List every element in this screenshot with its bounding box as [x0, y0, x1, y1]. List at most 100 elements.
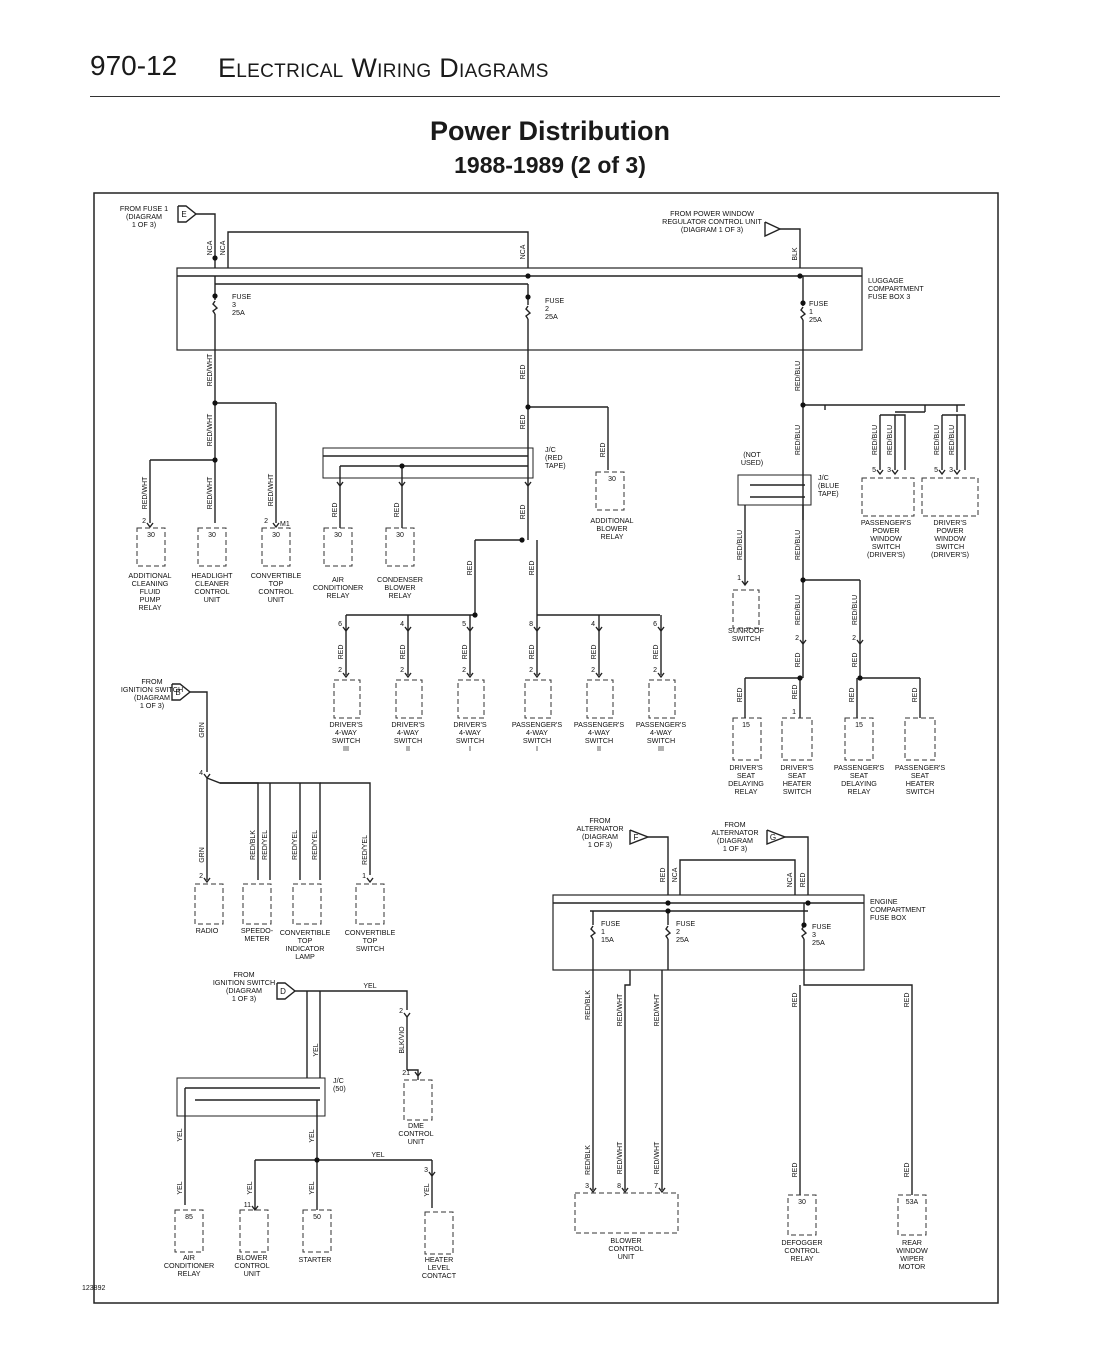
wire-color-label: RED/YEL — [292, 830, 299, 860]
source-letter: E — [181, 210, 186, 219]
component-label: DRIVER'S — [729, 763, 763, 772]
jc-red-tape — [322, 447, 534, 479]
component-label: REAR — [902, 1238, 922, 1247]
component-label: CONTACT — [422, 1271, 457, 1280]
splice-dot — [525, 273, 531, 279]
pin-label: 6 — [338, 621, 342, 628]
wire-color-label: BLK/VIO — [399, 1026, 406, 1054]
wire-color-label: YEL — [309, 1129, 316, 1142]
source-flag — [629, 829, 650, 846]
wire-color-label: YEL — [177, 1181, 184, 1194]
component-label: POWER — [872, 526, 899, 535]
pin-label: 2 — [462, 667, 466, 674]
component-label: 1 OF 3) — [588, 840, 612, 849]
pin-label: 3 — [887, 467, 891, 474]
fuse-symbol — [212, 300, 219, 315]
wire-color-label: RED — [600, 443, 607, 458]
splice-dot — [797, 675, 803, 681]
wire — [648, 836, 669, 895]
pin-label: 2 — [653, 667, 657, 674]
connector-arrow — [657, 672, 665, 679]
component-label: RELAY — [138, 603, 161, 612]
component-label: FLUID — [140, 587, 161, 596]
source-letter: F — [634, 833, 639, 842]
pin-label: 11 — [244, 1202, 251, 1209]
component-label: ENGINE — [870, 897, 898, 906]
component-outline — [574, 1192, 679, 1234]
pin-label: 30 — [208, 532, 216, 539]
wire-color-label: RED — [912, 688, 919, 703]
splice-dot — [857, 675, 863, 681]
component-label: CONVERTIBLE — [345, 928, 396, 937]
wire-color-label: RED — [529, 561, 536, 576]
component-outline — [595, 471, 625, 511]
component-label: HEADLIGHT — [191, 571, 233, 580]
component-label: FUSE BOX 3 — [868, 292, 910, 301]
component-label: COMPARTMENT — [870, 905, 926, 914]
wire-color-label: RED — [520, 415, 527, 430]
connector-arrow — [428, 1171, 436, 1178]
component-label: J/C — [333, 1076, 344, 1085]
wire-color-label: YEL — [313, 1043, 320, 1056]
wire-color-label: RED/YEL — [262, 830, 269, 860]
component-label: FUSE — [809, 299, 828, 308]
component-label: II — [597, 744, 601, 753]
pin-label: 2 — [795, 635, 799, 642]
pin-label: 8 — [529, 621, 533, 628]
wire-color-label: RED/BLK — [585, 990, 592, 1020]
component-label: SWITCH — [872, 542, 900, 551]
component-label: SEAT — [737, 771, 756, 780]
component-label: DELAYING — [841, 779, 877, 788]
wire — [196, 213, 216, 268]
connector-arrow — [342, 626, 350, 633]
splice-layer — [212, 255, 863, 1163]
wire-color-label: RED — [904, 993, 911, 1008]
pin-label: 8 — [617, 1183, 621, 1190]
wire — [320, 782, 371, 875]
component-outline — [524, 679, 552, 719]
component-label: 3 — [812, 930, 816, 939]
connector-arrow — [741, 580, 749, 587]
wire-color-label: RED — [792, 1163, 799, 1178]
wire-layer — [93, 192, 999, 1304]
splice-dot — [801, 922, 807, 928]
pin-label: 6 — [653, 621, 657, 628]
connector-arrow — [203, 877, 211, 884]
component-label: SWITCH — [332, 736, 360, 745]
source-letter: G — [770, 833, 776, 842]
component-label: PASSENGER'S — [861, 518, 912, 527]
component-label: UNIT — [204, 595, 221, 604]
wire-color-label: YEL — [371, 1152, 384, 1159]
component-label: WINDOW — [870, 534, 902, 543]
component-label: 4-WAY — [459, 728, 481, 737]
component-label: RELAY — [326, 591, 349, 600]
component-label: CONTROL — [258, 587, 293, 596]
component-outline — [197, 527, 227, 567]
wire-color-label: RED — [653, 645, 660, 660]
component-label: RELAY — [847, 787, 870, 796]
wire-color-label: RED — [462, 645, 469, 660]
wire-color-label: RED — [792, 993, 799, 1008]
pin-label: 2 — [591, 667, 595, 674]
pin-label: 4 — [199, 770, 203, 777]
pin-label: 30 — [334, 532, 342, 539]
component-outline — [302, 1209, 332, 1253]
component-label: TAPE) — [818, 489, 839, 498]
wire-color-label: RED — [904, 1163, 911, 1178]
pin-label: 15 — [855, 722, 863, 729]
component-label: TOP — [269, 579, 284, 588]
component-label: CONTROL — [608, 1244, 643, 1253]
component-outline — [457, 679, 485, 719]
wire — [624, 970, 631, 1190]
pin-label: 30 — [147, 532, 155, 539]
source-flag — [276, 982, 297, 1000]
component-label: WIPER — [900, 1254, 924, 1263]
component-label: WINDOW — [934, 534, 966, 543]
component-label: 1 OF 3) — [140, 701, 164, 710]
source-letter: B — [175, 688, 180, 697]
component-outline — [239, 1209, 269, 1253]
component-label: SWITCH — [732, 634, 760, 643]
connector-arrow — [398, 481, 406, 488]
component-label: TOP — [298, 936, 313, 945]
wire — [190, 691, 208, 772]
